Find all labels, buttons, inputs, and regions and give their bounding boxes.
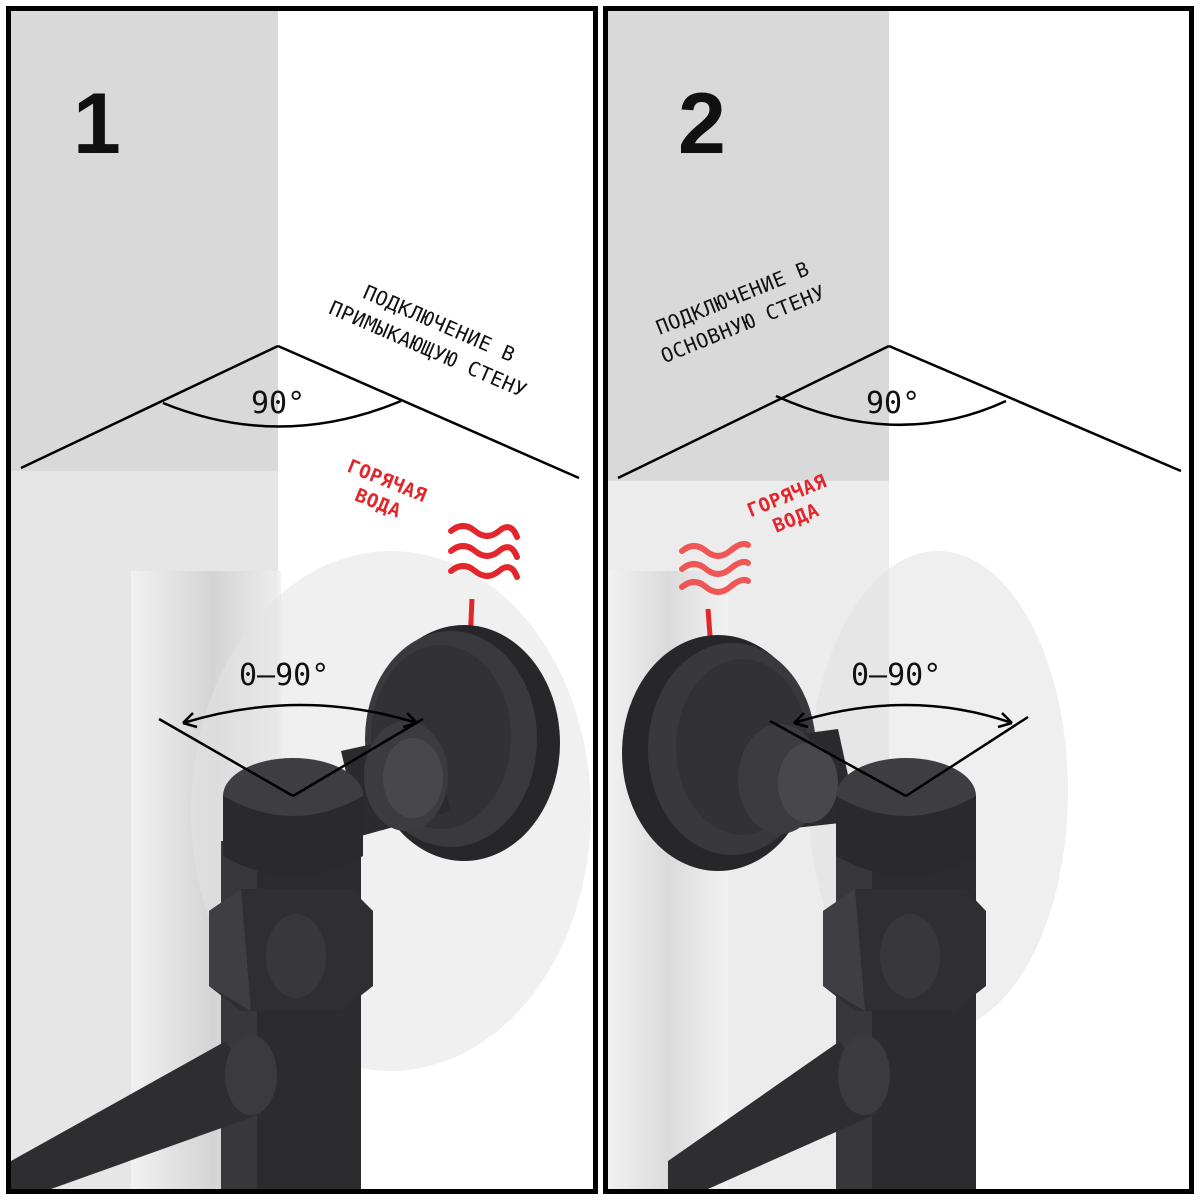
angle-plan-lines — [617, 344, 1182, 480]
rotation-angle-indicator — [769, 703, 1029, 798]
angle-plan-lines — [20, 344, 580, 480]
wall-angle-label: 90° — [866, 386, 920, 421]
rotation-angle-indicator — [158, 703, 424, 798]
rotation-range-label: 0–90° — [851, 658, 941, 693]
panel-2-illustration: 2 ПОДКЛЮЧЕНИЕ В ОСНОВНУЮ СТЕНУ 90° ГОРЯЧ… — [608, 11, 1189, 1189]
hot-water-wave-icon — [448, 523, 520, 580]
rotation-range-label: 0–90° — [239, 658, 329, 693]
panel-adjacent-wall: 1 ПОДКЛЮЧЕНИЕ В ПРИМЫКАЮЩУЮ СТЕНУ 90° ГО… — [6, 6, 598, 1194]
panel-1-illustration: 1 ПОДКЛЮЧЕНИЕ В ПРИМЫКАЮЩУЮ СТЕНУ 90° ГО… — [11, 11, 593, 1189]
wall-angle-label: 90° — [251, 386, 305, 421]
hot-water-wave-icon — [679, 540, 751, 595]
panel-main-wall: 2 ПОДКЛЮЧЕНИЕ В ОСНОВНУЮ СТЕНУ 90° ГОРЯЧ… — [603, 6, 1194, 1194]
valve-assembly — [11, 625, 560, 1189]
panel-number: 1 — [73, 76, 121, 172]
valve-assembly — [622, 635, 986, 1189]
panel-number: 2 — [678, 76, 726, 172]
